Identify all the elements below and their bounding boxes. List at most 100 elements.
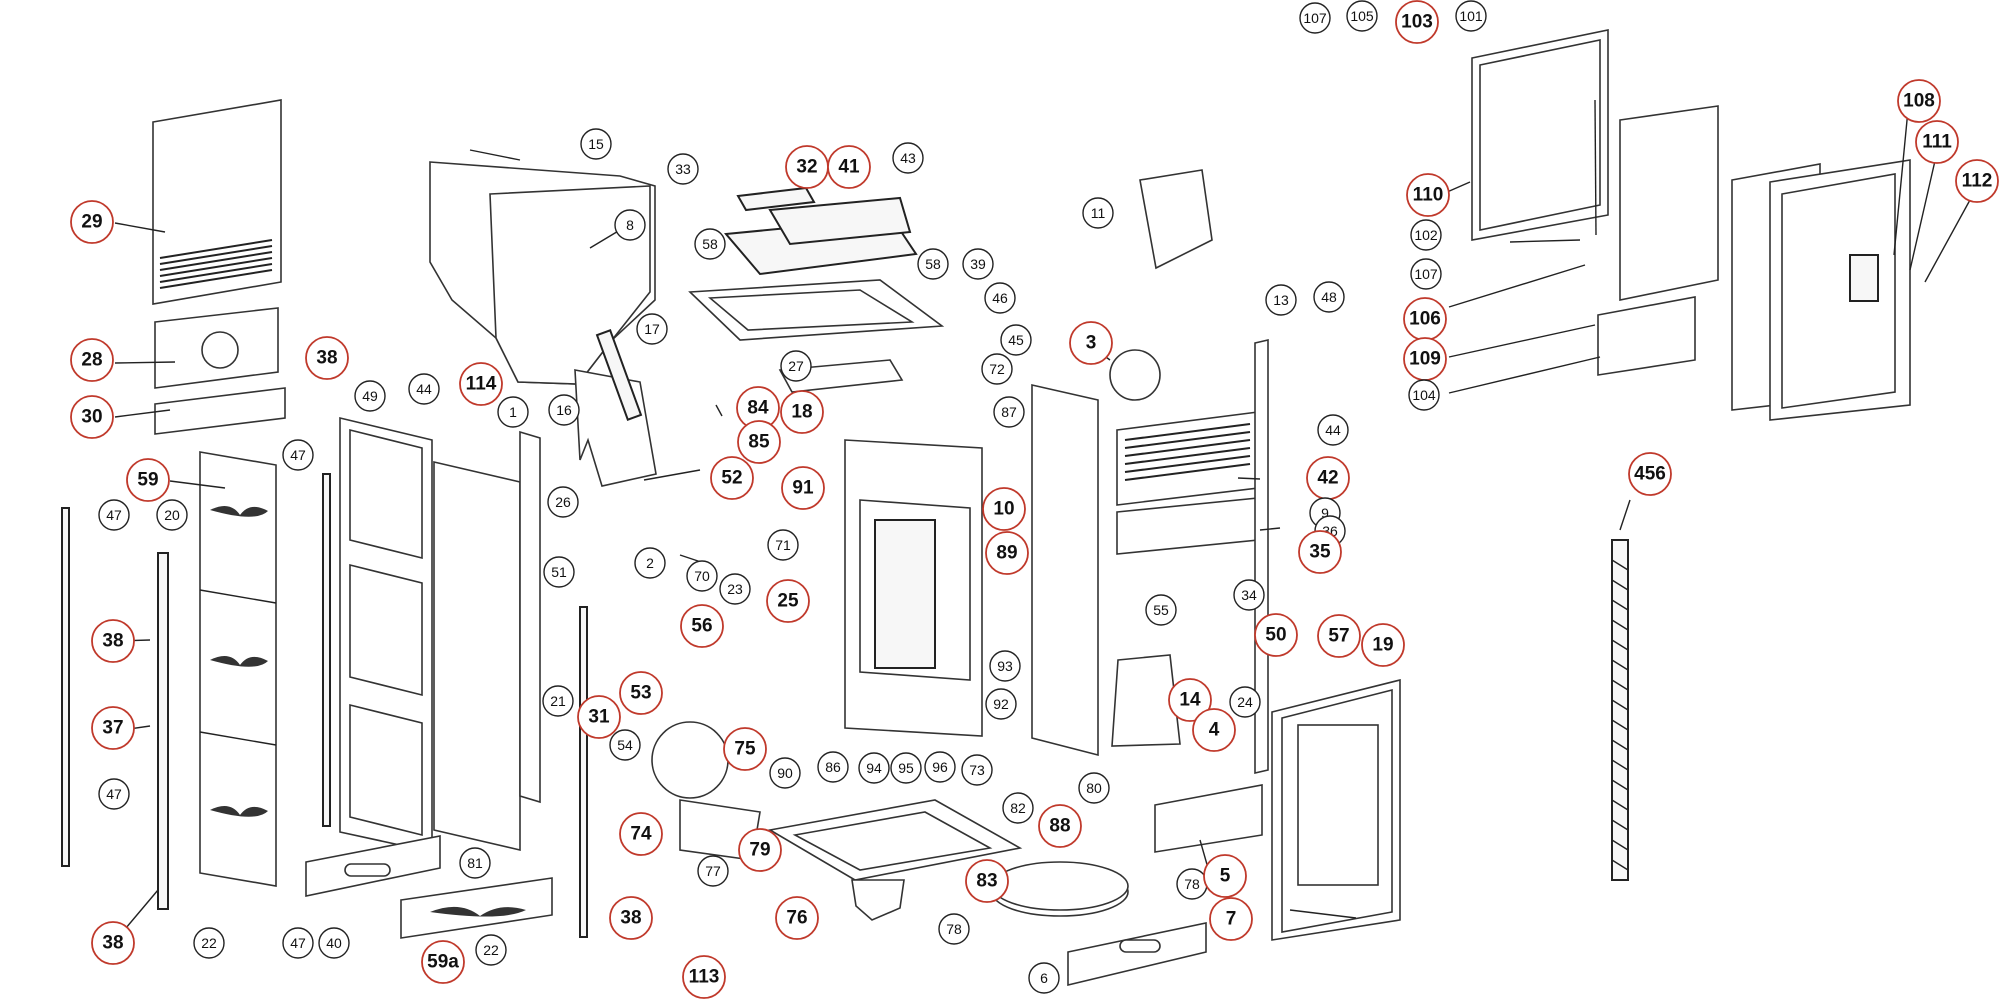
grille-panel xyxy=(154,307,279,389)
callout-circle xyxy=(694,228,726,260)
callout-103: 103 xyxy=(1395,0,1439,44)
callout-label: 58 xyxy=(925,256,941,272)
callout-label: 13 xyxy=(1273,292,1289,308)
callout-label: 90 xyxy=(777,765,793,781)
callout-circle xyxy=(1233,579,1265,611)
callout-76: 76 xyxy=(775,896,819,940)
callout-label: 16 xyxy=(556,402,572,418)
callout-circle xyxy=(619,812,663,856)
callout-label: 47 xyxy=(106,507,122,523)
callout-circle xyxy=(1082,197,1114,229)
callout-49: 49 xyxy=(354,380,386,412)
callout-label: 80 xyxy=(1086,780,1102,796)
callout-label: 37 xyxy=(102,718,123,739)
callout-85: 85 xyxy=(737,420,781,464)
callout-label: 47 xyxy=(290,935,306,951)
callout-label: 106 xyxy=(1409,309,1441,330)
callout-19: 19 xyxy=(1361,623,1405,667)
callout-21: 21 xyxy=(542,685,574,717)
callout-74: 74 xyxy=(619,812,663,856)
callout-58: 58 xyxy=(917,248,949,280)
callout-circle xyxy=(1002,792,1034,824)
callout-17: 17 xyxy=(636,313,668,345)
callout-circle xyxy=(609,729,641,761)
callout-38: 38 xyxy=(91,921,135,965)
callout-102: 102 xyxy=(1410,219,1442,251)
callout-circle xyxy=(1410,258,1442,290)
callout-circle xyxy=(1395,0,1439,44)
callout-circle xyxy=(354,380,386,412)
spring-chain xyxy=(1611,539,1629,881)
callout-label: 87 xyxy=(1001,404,1017,420)
callout-label: 77 xyxy=(705,863,721,879)
callout-95: 95 xyxy=(890,752,922,784)
callout-32: 32 xyxy=(785,145,829,189)
callout-77: 77 xyxy=(697,855,729,887)
callout-circle xyxy=(686,560,718,592)
callout-circle xyxy=(985,531,1029,575)
callout-93: 93 xyxy=(989,650,1021,682)
callout-label: 18 xyxy=(791,402,812,423)
callout-circle xyxy=(1628,452,1672,496)
callout-label: 55 xyxy=(1153,602,1169,618)
callout-label: 40 xyxy=(326,935,342,951)
ignition-housing xyxy=(1111,654,1181,747)
callout-circle xyxy=(91,706,135,750)
callout-71: 71 xyxy=(767,529,799,561)
callout-circle xyxy=(1028,962,1060,994)
callout-circle xyxy=(1361,623,1405,667)
callout-label: 33 xyxy=(675,161,691,177)
callout-label: 79 xyxy=(749,840,770,861)
callout-101: 101 xyxy=(1455,0,1487,32)
callout-78: 78 xyxy=(1176,868,1208,900)
callout-circle xyxy=(1406,173,1450,217)
callout-label: 35 xyxy=(1309,542,1331,563)
callout-27: 27 xyxy=(780,350,812,382)
callout-circle xyxy=(70,338,114,382)
callout-44: 44 xyxy=(1317,414,1349,446)
callout-circle xyxy=(156,499,188,531)
callout-label: 92 xyxy=(993,696,1009,712)
callout-circle xyxy=(1346,0,1378,32)
callout-label: 17 xyxy=(644,321,660,337)
callout-label: 58 xyxy=(702,236,718,252)
callout-circle xyxy=(737,420,781,464)
callout-81: 81 xyxy=(459,847,491,879)
callout-52: 52 xyxy=(710,456,754,500)
callout-83: 83 xyxy=(965,859,1009,903)
decor-plate xyxy=(400,877,553,939)
callout-92: 92 xyxy=(985,688,1017,720)
auger-assembly xyxy=(574,329,657,487)
callout-label: 57 xyxy=(1328,626,1349,647)
callout-label: 78 xyxy=(946,921,962,937)
callout-circle xyxy=(1229,686,1261,718)
callout-label: 45 xyxy=(1008,332,1024,348)
callout-circle xyxy=(70,200,114,244)
side-panel-left xyxy=(339,416,433,853)
callout-circle xyxy=(1192,708,1236,752)
callout-41: 41 xyxy=(827,145,871,189)
callout-label: 95 xyxy=(898,760,914,776)
callout-label: 49 xyxy=(362,388,378,404)
callout-circle xyxy=(766,579,810,623)
callout-circle xyxy=(780,390,824,434)
callout-22: 22 xyxy=(475,934,507,966)
callout-16: 16 xyxy=(548,394,580,426)
callout-label: 38 xyxy=(102,933,123,954)
ash-drawer xyxy=(991,861,1129,917)
callout-59a: 59a xyxy=(421,940,465,984)
callout-label: 107 xyxy=(1414,266,1438,282)
callout-label: 88 xyxy=(1049,816,1070,837)
callout-label: 50 xyxy=(1265,625,1286,646)
callout-circle xyxy=(817,751,849,783)
callout-circle xyxy=(1265,284,1297,316)
callout-circle xyxy=(719,573,751,605)
callout-circle xyxy=(548,394,580,426)
callout-circle xyxy=(1298,530,1342,574)
callout-circle xyxy=(981,353,1013,385)
right-bracket xyxy=(1154,784,1263,853)
callout-label: 20 xyxy=(164,507,180,523)
hopper xyxy=(429,161,656,385)
callout-circle xyxy=(421,940,465,984)
callout-circle xyxy=(580,128,612,160)
